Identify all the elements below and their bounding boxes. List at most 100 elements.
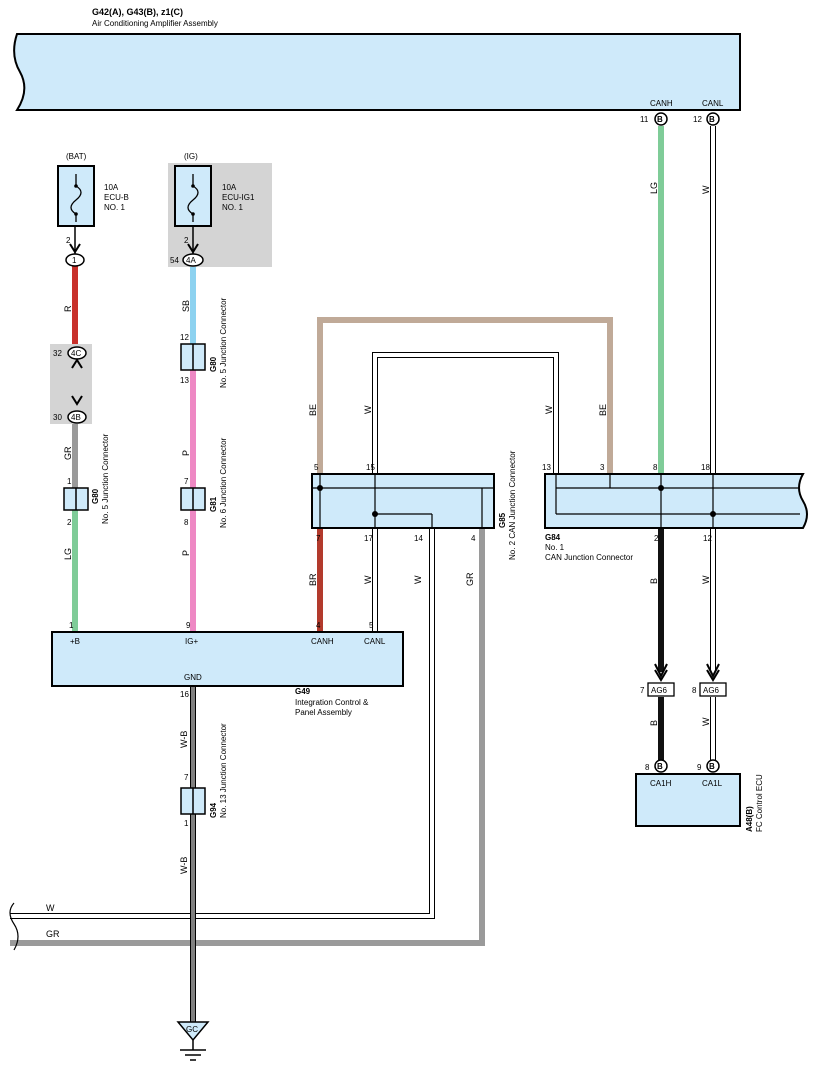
wire-label-bat-mid: GR [63,446,73,460]
g49-pin-1: 1 [69,621,74,630]
fuse-ig-icon [187,174,199,222]
wire-label-fc-w: W [701,717,711,726]
g81-code: G81 [209,496,218,512]
wire-label-g84-left: W [544,405,554,414]
g85-pin-15: 15 [366,463,375,472]
wire-label-g85-left: BE [308,404,318,416]
wire-w-loop [373,353,558,474]
fc-connector-9 [706,759,720,773]
ac-amp-canh-letter: B [657,115,663,124]
g49-pin-9: 9 [186,621,191,630]
ag6-left-pin: 7 [640,686,645,695]
g94-name: No. 13 Junction Connector [219,723,228,818]
g49-term-ig: IG+ [185,637,198,646]
ground-triangle [176,1021,210,1042]
connector-4b [67,410,87,424]
fc-ecu-box [635,773,741,827]
g49-term-gnd: GND [184,673,202,682]
g80-left-top-pin: 1 [67,477,72,486]
g80-right-bottom-pin: 13 [180,376,189,385]
g81-top-pin: 7 [184,477,189,486]
connector-bat-1-label: 1 [72,256,77,265]
ag6-right-pin: 8 [692,686,697,695]
fc-ecu-name: FC Control ECU [755,774,764,832]
wire-label-g85-canl: W [363,575,373,584]
wire-label-bottom-gr: GR [46,929,60,939]
g94-code: G94 [209,802,218,818]
fuse-bat-number: NO. 1 [104,203,125,212]
fc-connector-8-letter: B [657,762,663,771]
fc-term-ca1h: CA1H [650,779,672,788]
fuse-ig-name: ECU-IG1 [222,193,255,202]
fuse-ig-rating: 10A [222,183,237,192]
g84-pin-12: 12 [703,534,712,543]
ac-amp-name: Air Conditioning Amplifier Assembly [92,19,218,28]
g49-term-b: +B [70,637,80,646]
wire-label-canh: LG [649,182,659,194]
fuse-bat-name: ECU-B [104,193,129,202]
wire-label-g85-14: W [413,575,423,584]
wire-label-bat-top: R [63,305,73,312]
g80-right-name: No. 5 Junction Connector [219,297,228,388]
g81-bottom-pin: 8 [184,518,189,527]
fc-connector-9-letter: B [709,762,715,771]
fuse-ig-supply: (IG) [184,152,198,161]
fuse-ig-outer-pin: 54 [170,256,179,265]
ac-amp-box [13,33,741,111]
junction-4b-pin: 30 [53,413,62,422]
g85-pin-4: 4 [471,534,476,543]
fuse-bat-icon [70,174,82,222]
g49-box [51,631,404,687]
ac-amp-codes: G42(A), G43(B), z1(C) [92,7,183,17]
g80-left-name: No. 5 Junction Connector [101,433,110,524]
ac-amp-canh-connector [654,112,668,126]
break-mark [9,902,19,951]
ag6-right-label: AG6 [703,686,720,695]
ac-amp-canl-pin: 12 [693,115,702,124]
g85-pin-14: 14 [414,534,423,543]
g84-name-line1: No. 1 [545,543,565,552]
g94-bottom-pin: 1 [184,819,189,828]
wire-label-canl: W [701,185,711,194]
wire-label-g84-mid: BE [598,404,608,416]
wire-label-bottom-w: W [46,903,55,913]
wire-label-ig-mid: P [181,450,191,456]
ac-amp-canl-label: CANL [702,99,724,108]
wire-be-loop [317,317,613,474]
g84-code: G84 [545,533,561,542]
ag6-left-label: AG6 [651,686,668,695]
g84-name-line2: CAN Junction Connector [545,553,633,562]
ac-amp-canl-letter: B [709,115,715,124]
wire-g85-4-gr [10,528,485,946]
g49-code: G49 [295,687,311,696]
g85-pin-5: 5 [314,463,319,472]
g84-box [544,473,808,529]
wire-label-ig-bottom: P [181,550,191,556]
g85-pin-17: 17 [364,534,373,543]
g84-pin-8: 8 [653,463,658,472]
g85-code: G85 [498,512,507,528]
ground-label: GC [186,1025,198,1034]
g80-right-top-pin: 12 [180,333,189,342]
g80-left-bottom-pin: 2 [67,518,72,527]
g49-term-canl: CANL [364,637,386,646]
wire-label-g84-b: B [649,578,659,584]
wire-w-loop-outline [372,352,559,474]
connector-ig-4a-label: 4A [186,256,196,265]
g49-pin-16: 16 [180,690,189,699]
g84-pin-13: 13 [542,463,551,472]
junction-4c-pin: 32 [53,349,62,358]
g85-box [311,473,495,529]
g94-top-pin: 7 [184,773,189,782]
fc-pin-9: 9 [697,763,702,772]
connector-4b-label: 4B [71,413,81,422]
wire-label-gnd-bottom: W-B [179,857,189,874]
wire-label-g85-br: BR [308,573,318,586]
fuse-bat-pin: 2 [66,236,71,245]
g81-name: No. 6 Junction Connector [219,437,228,528]
connector-bat-1 [65,253,85,267]
fuse-ig-pin: 2 [184,236,189,245]
ac-amp-canh-pin: 11 [640,115,649,124]
wire-label-g84-w: W [701,575,711,584]
